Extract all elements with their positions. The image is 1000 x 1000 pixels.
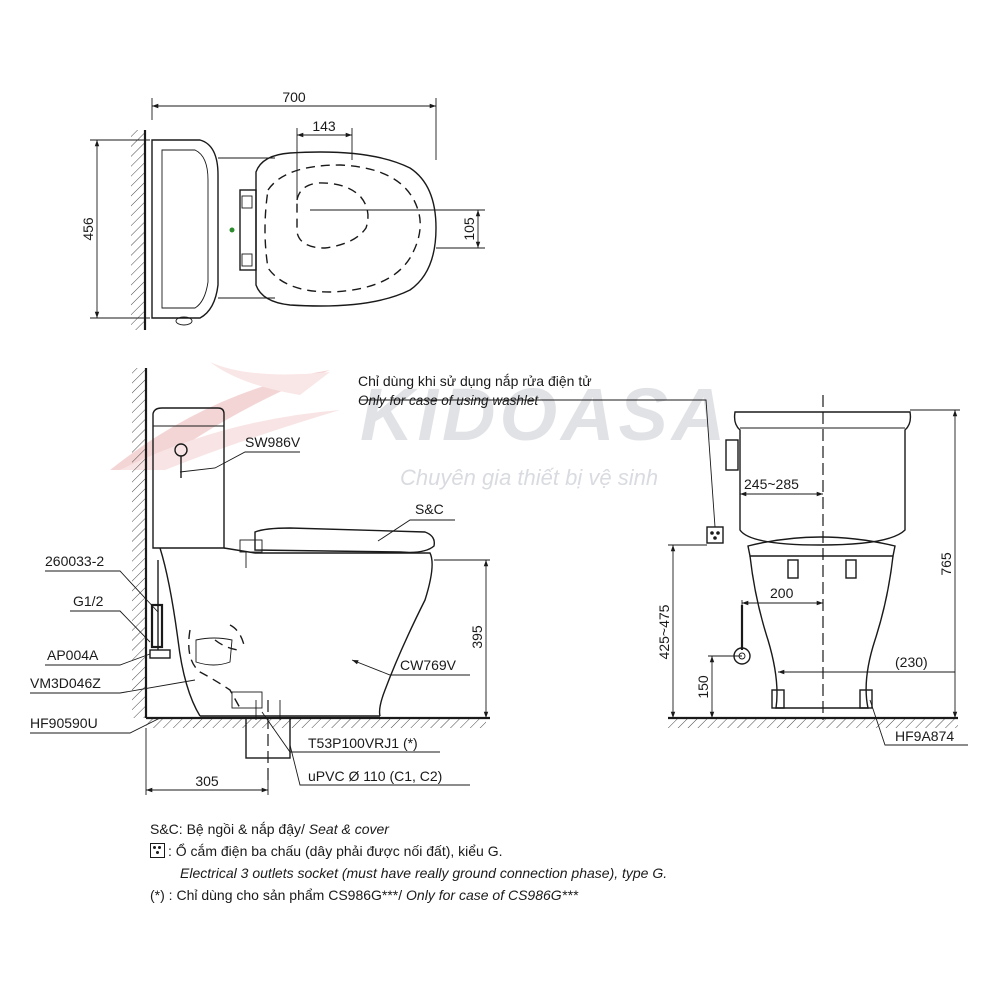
side-dim-395: 395 (469, 625, 485, 649)
side-supply-valve (150, 603, 164, 649)
watermark-tagline: Chuyên gia thiết bị vệ sinh (400, 465, 658, 490)
front-socket-pin-2 (716, 531, 720, 535)
side-bowl-body (159, 547, 433, 717)
top-water-area-dashed (296, 182, 369, 249)
leader-adapter (261, 711, 440, 753)
front-bowl (749, 555, 894, 709)
side-trapway-dashed (188, 624, 245, 709)
leader-tank (179, 451, 300, 473)
top-tank (151, 139, 219, 319)
top-indicator-dot (229, 227, 235, 233)
side-dim-305: 305 (195, 773, 219, 789)
front-socket-pin-3 (713, 536, 717, 540)
leader-drain-pipe (289, 744, 470, 786)
label-valve: AP004A (47, 647, 99, 663)
front-socket-pin-1 (710, 531, 714, 535)
top-dim-105: 105 (461, 217, 477, 241)
front-dim-total-height: 765 (938, 552, 954, 576)
front-dim-bolt-spacing: (230) (895, 654, 928, 670)
front-tank (733, 411, 912, 546)
front-socket-icon (706, 526, 724, 544)
front-seat-band (747, 536, 896, 557)
front-view: Chỉ dùng khi sử dụng nắp rửa điện tử Onl… (358, 373, 968, 746)
front-dim-tank-width: 245~285 (744, 476, 799, 492)
legend-socket-vi: Ổ cắm điện ba chấu (dây phải được nối đấ… (171, 843, 503, 859)
top-view: 700 143 105 456 (80, 89, 485, 330)
leader-valve (45, 653, 151, 666)
front-bolt-left (787, 559, 799, 579)
top-seat-outline (255, 151, 437, 307)
top-tank-inner (161, 149, 209, 309)
top-dim-143: 143 (312, 118, 336, 134)
front-bolt-right (845, 559, 857, 579)
leader-flange (30, 717, 161, 734)
leader-supply-hose (45, 570, 159, 613)
top-tank-knob (175, 316, 193, 326)
front-dim-supply-offset: 200 (770, 585, 794, 601)
legend-seat-en: Seat & cover (308, 821, 389, 837)
legend-socket: : Ổ cắm điện ba chấu (dây phải được nối … (150, 840, 970, 862)
side-tank (152, 407, 225, 549)
top-dim-700: 700 (282, 89, 306, 105)
front-dim-supply-height: 150 (695, 675, 711, 699)
watermark: KIDOASA Chuyên gia thiết bị vệ sinh (110, 362, 729, 490)
side-floor-hatch (146, 718, 486, 728)
leader-bolt (869, 699, 968, 746)
watermark-logo-swoosh (110, 362, 340, 470)
leader-washlet-note (360, 399, 716, 528)
leader-bowl (351, 659, 470, 676)
legend-product-key: (*) : (150, 887, 173, 903)
legend-seat-cover: S&C: Bệ ngồi & nắp đậy/ Seat & cover (150, 818, 970, 840)
side-seat-hinge (239, 539, 263, 553)
side-trap-inner (195, 637, 233, 666)
top-wall-hatch (131, 130, 145, 330)
label-flange: HF90590U (30, 715, 98, 731)
label-drain-pipe: uPVC Ø 110 (C1, C2) (308, 768, 442, 784)
front-flush-lever (725, 439, 739, 471)
legend-notes: S&C: Bệ ngồi & nắp đậy/ Seat & cover : Ổ… (150, 818, 970, 906)
side-wall-hatch (132, 368, 146, 718)
legend-seat-key: S&C: (150, 821, 183, 837)
front-floor-bolt-left (771, 689, 785, 709)
legend-product-vi: Chỉ dùng cho sản phẩm CS986G***/ (172, 887, 407, 903)
side-angle-valve (149, 649, 171, 659)
legend-socket-key: : (168, 843, 172, 859)
side-outlet (231, 691, 263, 709)
front-floor-bolt-right (859, 689, 873, 709)
front-bolt-label: HF9A874 (895, 728, 954, 744)
front-dim-socket-height: 425~475 (656, 604, 672, 659)
label-seat: S&C (415, 501, 444, 517)
watermark-brand: KIDOASA (360, 373, 729, 456)
leader-seat (377, 519, 455, 542)
front-note-en: Only for case of using washlet (358, 393, 539, 408)
side-view: 395 305 SW986V S&C CW769V 260033-2 G1/2 … (30, 368, 490, 795)
label-thread: G1/2 (73, 593, 104, 609)
label-bowl: CW769V (400, 657, 457, 673)
leader-trap (30, 679, 196, 694)
front-note-vi: Chỉ dùng khi sử dụng nắp rửa điện tử (358, 373, 592, 389)
label-supply-hose: 260033-2 (45, 553, 104, 569)
legend-product-en: Only for case of CS986G*** (406, 887, 579, 903)
top-hinge-lower (241, 253, 253, 267)
label-trap: VM3D046Z (30, 675, 101, 691)
label-tank: SW986V (245, 434, 301, 450)
side-seat (254, 527, 435, 554)
legend-seat-vi: Bệ ngồi & nắp đậy/ (182, 821, 309, 837)
socket-icon (150, 843, 165, 858)
label-adapter: T53P100VRJ1 (*) (308, 735, 418, 751)
front-floor-hatch (668, 718, 958, 728)
leader-thread (70, 610, 151, 643)
top-bowl-rim-dashed (264, 164, 421, 293)
legend-socket-en: Electrical 3 outlets socket (must have r… (180, 865, 668, 881)
top-hinge-upper (241, 195, 253, 209)
legend-product: (*) : Chỉ dùng cho sản phẩm CS986G***/ O… (150, 884, 970, 906)
top-dim-456: 456 (80, 217, 96, 241)
